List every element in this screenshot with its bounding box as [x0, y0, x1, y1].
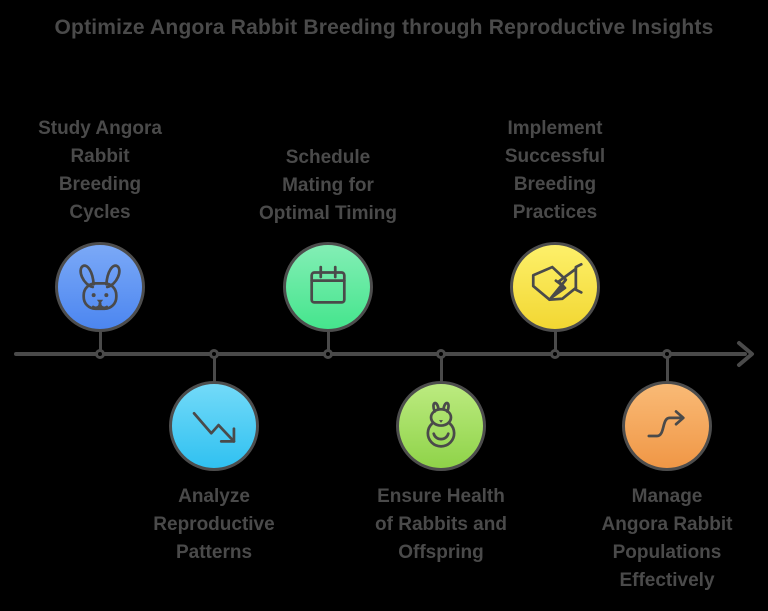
timeline-dot [662, 349, 672, 359]
connector-line [98, 326, 102, 354]
s-curve-arrow-icon [647, 410, 685, 438]
timeline-dot [95, 349, 105, 359]
rabbit-body-icon [426, 401, 456, 448]
timeline-dot [436, 349, 446, 359]
node-circle [510, 242, 600, 332]
diagram-title: Optimize Angora Rabbit Breeding through … [54, 16, 714, 39]
node-label: Implement Successful Breeding Practices [504, 118, 606, 223]
timeline-dot [209, 349, 219, 359]
connector-line [665, 356, 669, 384]
node-circle [169, 381, 259, 471]
node-circle [622, 381, 712, 471]
connector-line [553, 326, 557, 354]
timeline-dot [550, 349, 560, 359]
connector-line [212, 356, 216, 384]
node-label: Schedule Mating for Optimal Timing [259, 147, 397, 224]
node-circle [55, 242, 145, 332]
node-label: Study Angora Rabbit Breeding Cycles [38, 118, 162, 223]
node-label: Analyze Reproductive Patterns [153, 486, 275, 563]
trend-down-arrow-icon [192, 411, 236, 443]
handshake-icon [531, 262, 583, 302]
timeline-dot [323, 349, 333, 359]
node-circle [283, 242, 373, 332]
node-label: Ensure Health of Rabbits and Offspring [375, 486, 507, 563]
connector-line [326, 326, 330, 354]
calendar-icon [310, 265, 346, 304]
timeline-arrowhead-icon [737, 341, 754, 367]
node-circle [396, 381, 486, 471]
connector-line [439, 356, 443, 384]
rabbit-face-icon [79, 264, 121, 311]
node-label: Manage Angora Rabbit Populations Effecti… [601, 486, 733, 591]
timeline-axis [14, 352, 747, 356]
